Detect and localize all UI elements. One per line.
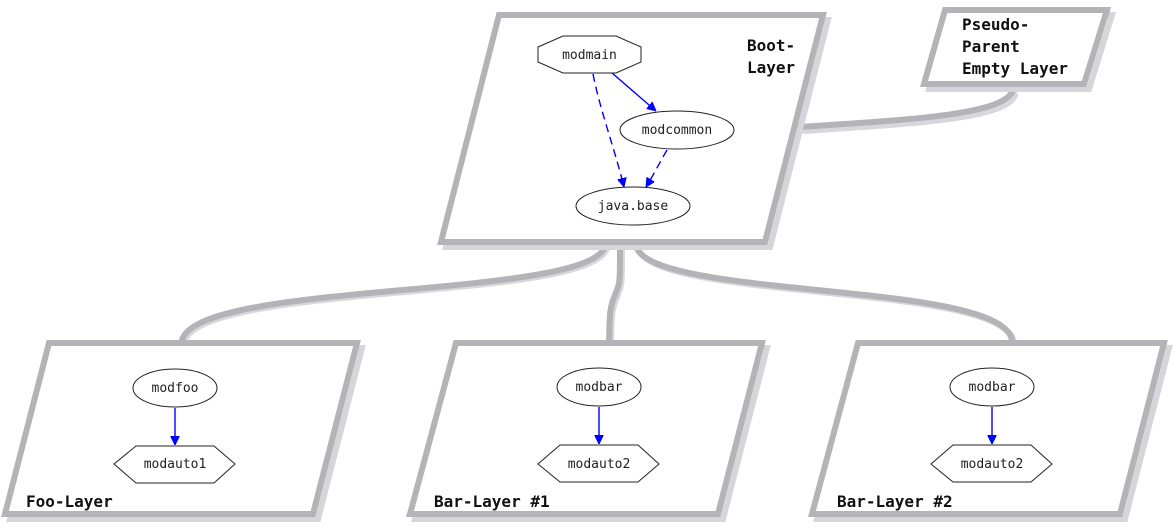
layer-label-bar-2: Bar-Layer #2 [837,492,953,511]
layer-foo[interactable]: Foo-Layer modfoo modauto1 [1,340,366,522]
module-label: modmain [562,48,617,63]
module-modauto1[interactable]: modauto1 [113,445,236,484]
layer-bar-1[interactable]: Bar-Layer #1 modbar modauto2 [406,340,771,522]
module-label: modbar [969,380,1016,395]
module-label: modauto2 [961,457,1024,472]
layer-boot[interactable]: Boot- Layer modmain modcommon java.base [437,12,832,250]
module-label: modfoo [152,381,199,396]
edge-pseudo-to-boot [797,87,1016,130]
edge-boot-to-bar2 [633,243,1015,343]
layer-label-pseudo-line3: Empty Layer [962,59,1068,78]
module-modbar[interactable]: modbar [556,367,642,407]
module-modbar[interactable]: modbar [949,367,1035,407]
layer-label-pseudo-line2: Parent [962,37,1020,56]
layer-pseudo-parent[interactable]: Pseudo- Parent Empty Layer [920,6,1117,92]
layer-label-boot-line1: Boot- [747,36,795,55]
layer-edges [179,87,1018,345]
module-modmain[interactable]: modmain [537,35,642,74]
module-label: modauto1 [144,457,207,472]
module-label: modbar [576,380,623,395]
module-label: modauto2 [568,457,631,472]
module-modauto2[interactable]: modauto2 [930,444,1053,483]
module-modauto2[interactable]: modauto2 [537,444,660,483]
module-modcommon[interactable]: modcommon [619,110,735,150]
layer-label-boot-line2: Layer [747,58,795,77]
module-java-base[interactable]: java.base [575,186,691,226]
layer-bar-2[interactable]: Bar-Layer #2 modbar modauto2 [808,340,1173,522]
edge-boot-to-bar1 [606,243,623,343]
layer-label-bar-1: Bar-Layer #1 [434,492,550,511]
module-modfoo[interactable]: modfoo [132,368,218,408]
layer-label-pseudo-line1: Pseudo- [962,15,1029,34]
edge-boot-to-foo [179,243,608,343]
edge-modcommon-to-javabase [645,149,668,187]
edge-modmain-to-javabase [592,73,624,187]
module-label: modcommon [642,123,712,138]
edge-modmain-to-modcommon [611,72,656,111]
module-label: java.base [598,199,669,214]
layer-label-foo: Foo-Layer [26,492,113,511]
